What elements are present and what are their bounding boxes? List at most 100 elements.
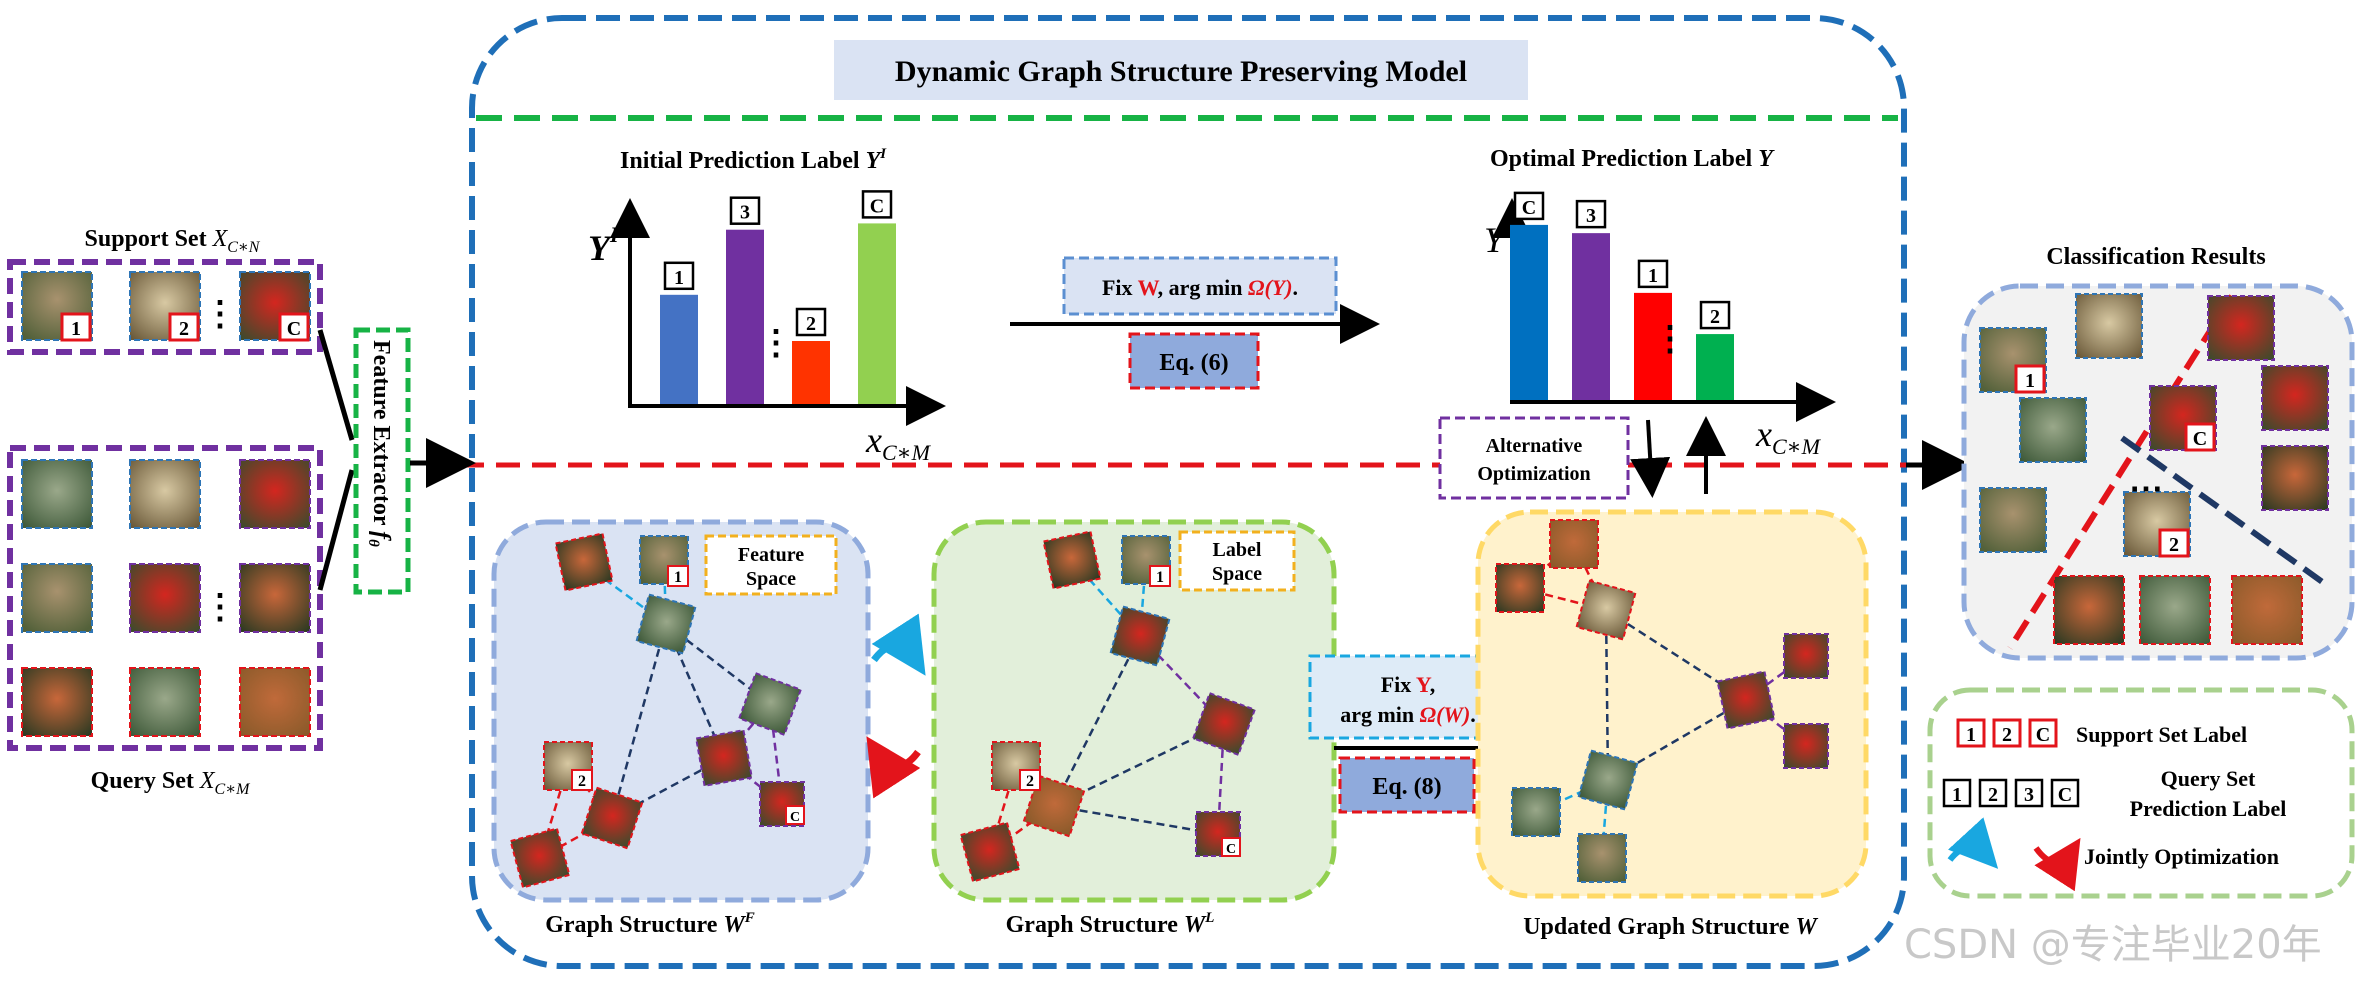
fix-y-box bbox=[1308, 654, 1508, 740]
legend-query-row: 1 2 3 C Query Set Prediction Label bbox=[1942, 766, 2286, 821]
node-image bbox=[1575, 579, 1637, 641]
legend-blue-arrow-icon bbox=[1947, 817, 1999, 869]
feature-space-box bbox=[704, 534, 838, 596]
eq8-text: Eq. (8) bbox=[1372, 774, 1441, 800]
watermark: CSDN @专注毕业20年 bbox=[1904, 922, 2322, 968]
class-label-1: 1 bbox=[2025, 370, 2035, 392]
legend-query-line1: Query Set bbox=[2161, 766, 2256, 791]
bar-label-C: C bbox=[870, 195, 884, 217]
query-image bbox=[129, 459, 201, 529]
model-frame bbox=[469, 15, 1907, 969]
bar-3 bbox=[726, 229, 764, 404]
node-image bbox=[1783, 723, 1829, 769]
bar-1 bbox=[660, 294, 698, 404]
label-badge bbox=[1221, 837, 1241, 857]
feature-extractor-box bbox=[353, 327, 411, 595]
eq8-box bbox=[1338, 756, 1476, 814]
legend-support-c: C bbox=[2036, 724, 2050, 746]
bar-C bbox=[1510, 224, 1548, 400]
node-image bbox=[1716, 670, 1776, 730]
feature-space-line2: Space bbox=[746, 568, 796, 590]
result-image bbox=[2261, 365, 2329, 431]
node-image bbox=[580, 786, 644, 850]
bar-label-badge bbox=[1699, 300, 1731, 330]
node-image bbox=[1577, 833, 1627, 883]
node-image bbox=[1195, 811, 1241, 857]
label-badge bbox=[2028, 718, 2058, 748]
query-image bbox=[21, 459, 93, 529]
result-image bbox=[2053, 575, 2125, 645]
legend-query-2: 2 bbox=[1988, 784, 1998, 806]
support-label-3: C bbox=[287, 318, 301, 340]
support-label-2: 2 bbox=[179, 318, 189, 340]
classification-panel bbox=[1961, 283, 2355, 661]
class-label-c: C bbox=[2193, 428, 2207, 450]
node-image bbox=[1495, 563, 1545, 613]
bar-label-badge bbox=[795, 307, 827, 337]
graph-wl-label: Graph Structure WL bbox=[1006, 910, 1215, 938]
node-image bbox=[1109, 605, 1171, 667]
bar-label-3: 3 bbox=[740, 202, 750, 224]
wl-label-c: C bbox=[1226, 842, 1236, 857]
graph-wf-nodes: 1 C 2 bbox=[509, 532, 805, 889]
wl-label-2: 2 bbox=[1026, 773, 1034, 790]
legend-support-row: 1 2 C Support Set Label bbox=[1956, 718, 2247, 748]
legend-joint-text: Jointly Optimization bbox=[2084, 844, 2279, 869]
wf-label-2: 2 bbox=[578, 773, 586, 790]
bar-3 bbox=[1572, 233, 1610, 400]
arrow-support bbox=[317, 329, 355, 441]
query-dots: ⋮ bbox=[203, 589, 237, 626]
bar-label-1: 1 bbox=[674, 267, 684, 289]
label-badge bbox=[168, 312, 200, 342]
query-images: ⋮ bbox=[21, 459, 311, 737]
joint-arrow-bottom bbox=[866, 736, 921, 799]
query-image bbox=[239, 459, 311, 529]
classification-images: 1 C 2 ⋯ bbox=[1979, 293, 2329, 645]
result-image bbox=[2019, 397, 2087, 463]
graph-w-nodes bbox=[1495, 519, 1829, 883]
optimal-chart-title: Optimal Prediction Label Y bbox=[1490, 146, 1775, 172]
joint-arrow-top bbox=[871, 613, 926, 676]
class-divider-red bbox=[2007, 294, 2235, 650]
label-space-line2: Space bbox=[1212, 563, 1262, 585]
wl-label-1: 1 bbox=[1156, 569, 1164, 586]
node-image bbox=[1577, 749, 1639, 811]
bar-label-badge bbox=[1637, 259, 1669, 289]
bar-label-C: C bbox=[1522, 197, 1536, 219]
label-badge bbox=[2014, 778, 2044, 808]
legend-query-c: C bbox=[2058, 784, 2072, 806]
feature-space-line1: Feature bbox=[738, 544, 804, 566]
eq6-box bbox=[1128, 332, 1260, 390]
result-image bbox=[2207, 295, 2275, 361]
legend-query-3: 3 bbox=[2024, 784, 2034, 806]
title-box bbox=[834, 40, 1528, 100]
label-badge bbox=[1019, 769, 1041, 791]
wf-label-1: 1 bbox=[674, 569, 682, 586]
class-divider-navy bbox=[2120, 435, 2330, 589]
result-image bbox=[2261, 445, 2329, 511]
bar-label-badge bbox=[861, 190, 893, 219]
node-image bbox=[1191, 691, 1257, 757]
legend-query-1: 1 bbox=[1952, 784, 1962, 806]
bar-label-badge bbox=[1513, 191, 1545, 221]
bar-label-badge bbox=[729, 196, 761, 225]
bar-2 bbox=[792, 341, 830, 404]
query-set-title: Query Set XC∗M bbox=[91, 768, 252, 798]
alt-opt-line2: Optimization bbox=[1477, 463, 1590, 485]
query-image bbox=[21, 563, 93, 633]
node-image bbox=[554, 532, 614, 592]
node-image bbox=[1783, 633, 1829, 679]
legend-red-arrow-icon bbox=[2033, 837, 2081, 892]
legend-joint-row: Jointly Optimization bbox=[1947, 817, 2279, 892]
node-image bbox=[695, 729, 753, 787]
label-badge bbox=[1978, 778, 2008, 808]
legend-support-text: Support Set Label bbox=[2076, 722, 2247, 747]
label-badge bbox=[667, 565, 689, 587]
label-badge bbox=[1149, 565, 1171, 587]
fix-w-text: Fix W, arg min Ω(Y). bbox=[1102, 275, 1298, 300]
wf-label-c: C bbox=[790, 810, 800, 825]
support-label-1: 1 bbox=[71, 318, 81, 340]
arrow-down bbox=[1630, 419, 1671, 498]
label-badge bbox=[60, 312, 92, 342]
legend-support-1: 1 bbox=[1966, 724, 1976, 746]
